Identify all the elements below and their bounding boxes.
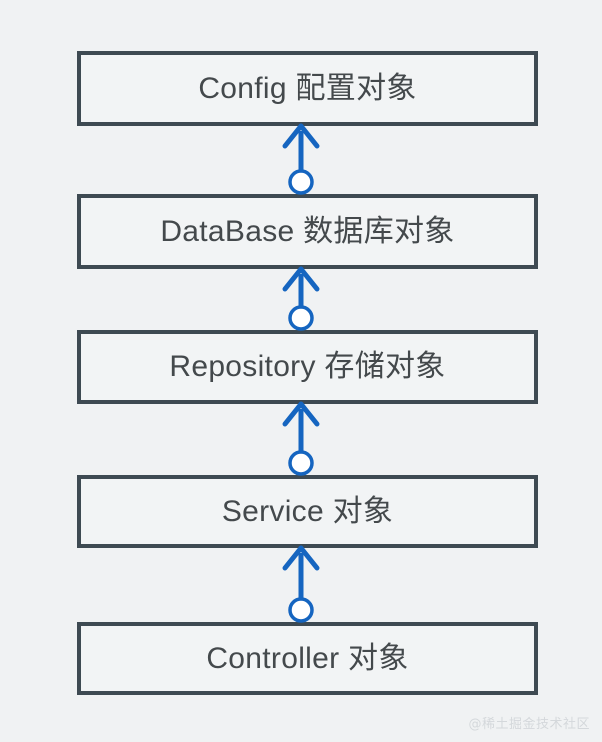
arrow-up-with-circle-icon [282,123,320,195]
connector-database-to-config [269,123,333,195]
node-controller-label: Controller 对象 [206,641,409,675]
arrow-up-with-circle-icon [282,401,320,476]
node-database[interactable]: DataBase 数据库对象 [77,194,538,269]
node-service-label: Service 对象 [221,494,394,528]
node-repository-label: Repository 存储对象 [169,350,446,383]
arrow-up-with-circle-icon [282,545,320,623]
node-database-label: DataBase 数据库对象 [160,214,455,248]
node-controller[interactable]: Controller 对象 [77,622,538,695]
node-service[interactable]: Service 对象 [77,475,538,548]
node-config-label: Config 配置对象 [198,71,417,105]
watermark: @稀土掘金技术社区 [468,717,590,732]
connector-repository-to-database [269,266,333,331]
node-repository[interactable]: Repository 存储对象 [77,330,538,404]
connector-controller-to-service [269,545,333,623]
connector-service-to-repository [269,401,333,476]
arrow-up-with-circle-icon [282,266,320,331]
node-config[interactable]: Config 配置对象 [77,51,538,126]
